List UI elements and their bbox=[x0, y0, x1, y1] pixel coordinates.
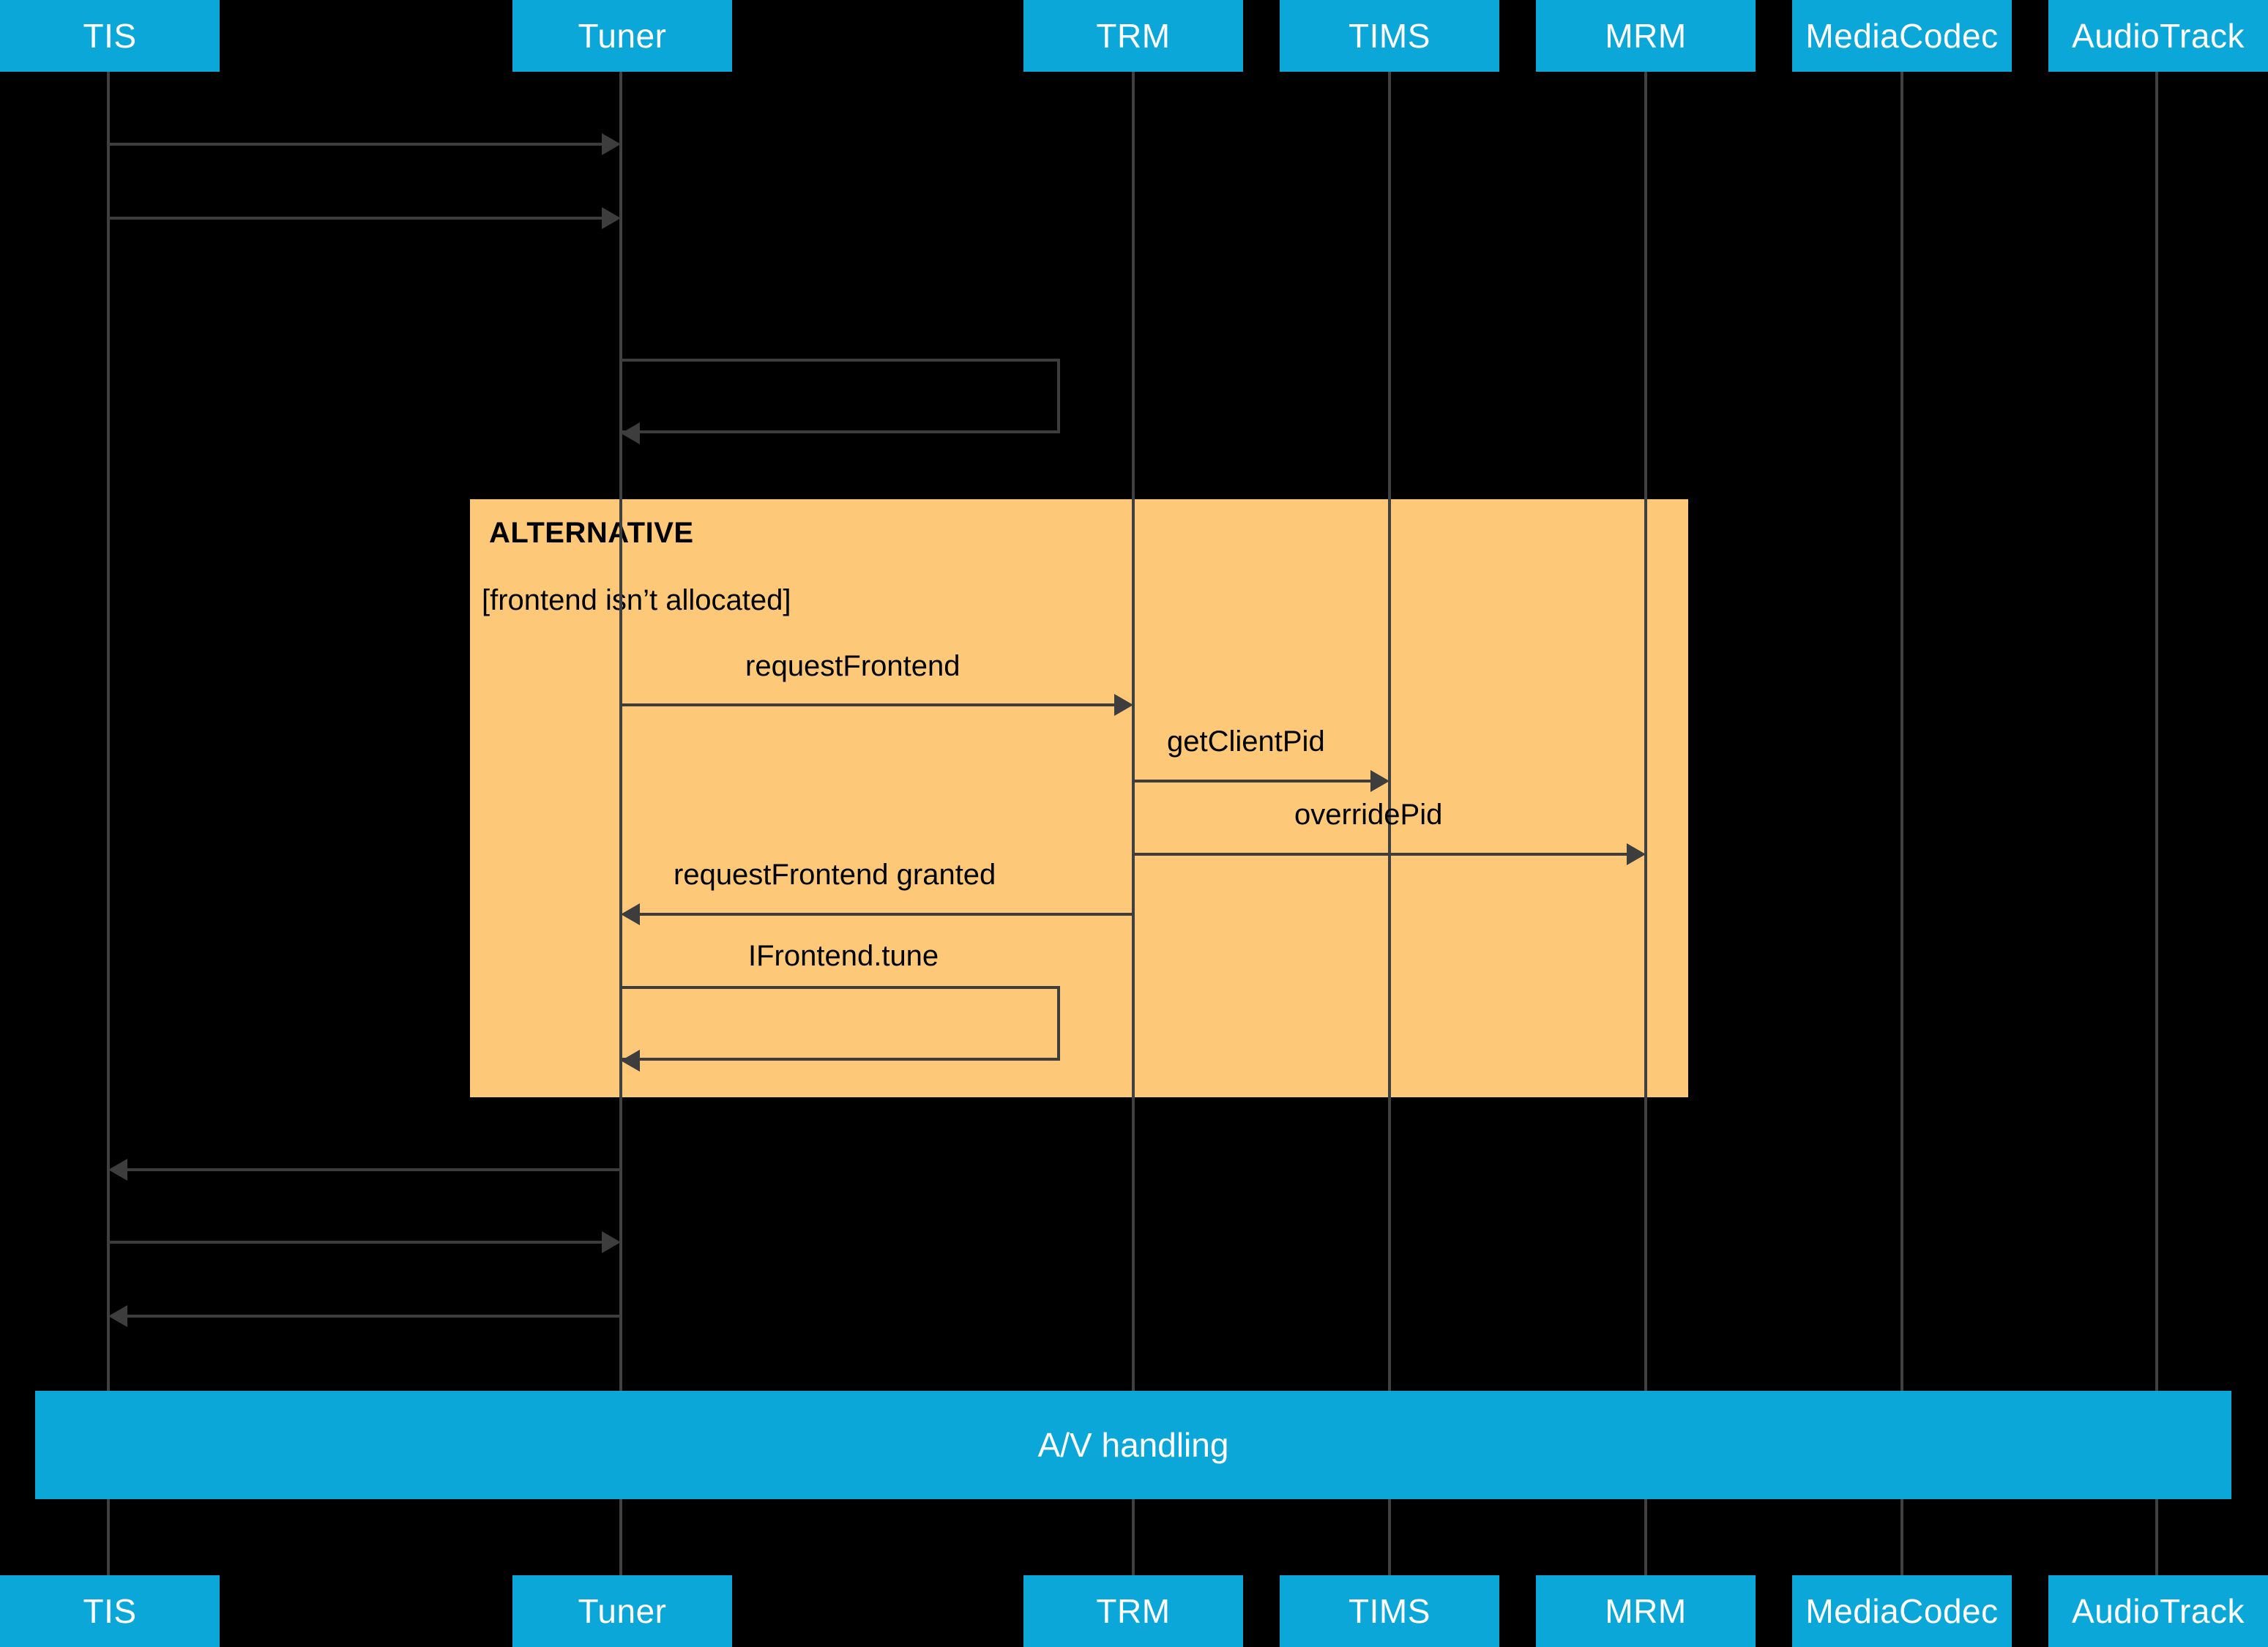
message-arrowhead-6 bbox=[1627, 843, 1646, 865]
message-arrowhead-11 bbox=[108, 1305, 127, 1327]
message-arrowhead-4 bbox=[1114, 694, 1133, 716]
self-message-arrowhead-3 bbox=[621, 422, 640, 444]
lifeline-segment-tims-in-fragment bbox=[1388, 499, 1391, 1097]
message-line-2 bbox=[108, 217, 606, 220]
message-line-11 bbox=[127, 1315, 621, 1318]
participant-header-tims[interactable]: TIMS bbox=[1280, 0, 1499, 72]
message-line-9 bbox=[127, 1168, 621, 1171]
participant-footer-tims[interactable]: TIMS bbox=[1280, 1575, 1499, 1647]
message-label-7: requestFrontend granted bbox=[674, 859, 996, 891]
fragment-title: ALTERNATIVE bbox=[489, 517, 694, 549]
message-label-6: overridePid bbox=[1294, 799, 1443, 831]
message-line-7 bbox=[640, 913, 1133, 916]
message-line-4 bbox=[621, 703, 1119, 706]
lifeline-mediacodec bbox=[1900, 72, 1903, 1575]
fragment-alternative bbox=[470, 499, 1688, 1097]
self-message-loop-8 bbox=[621, 986, 1060, 1061]
message-label-4: requestFrontend bbox=[745, 650, 960, 682]
message-arrowhead-1 bbox=[602, 133, 621, 155]
participant-footer-mediacodec[interactable]: MediaCodec bbox=[1792, 1575, 2012, 1647]
message-label-8: IFrontend.tune bbox=[748, 940, 939, 972]
participant-header-audiotrack[interactable]: AudioTrack bbox=[2048, 0, 2268, 72]
participant-header-mrm[interactable]: MRM bbox=[1536, 0, 1756, 72]
self-message-arrowhead-8 bbox=[621, 1050, 640, 1072]
lifeline-segment-mrm-in-fragment bbox=[1644, 499, 1647, 1097]
message-line-5 bbox=[1133, 780, 1375, 783]
message-arrowhead-10 bbox=[602, 1231, 621, 1253]
self-message-loop-3 bbox=[621, 359, 1060, 433]
participant-header-trm[interactable]: TRM bbox=[1023, 0, 1243, 72]
message-arrowhead-7 bbox=[621, 903, 640, 925]
participant-footer-tuner[interactable]: Tuner bbox=[512, 1575, 732, 1647]
lifeline-tis bbox=[107, 72, 110, 1575]
message-arrowhead-5 bbox=[1370, 770, 1389, 792]
message-arrowhead-9 bbox=[108, 1159, 127, 1181]
message-line-6 bbox=[1133, 853, 1631, 856]
participant-header-mediacodec[interactable]: MediaCodec bbox=[1792, 0, 2012, 72]
participant-footer-mrm[interactable]: MRM bbox=[1536, 1575, 1756, 1647]
participant-footer-trm[interactable]: TRM bbox=[1023, 1575, 1243, 1647]
message-label-5: getClientPid bbox=[1167, 725, 1325, 758]
av-handling-banner[interactable]: A/V handling bbox=[35, 1391, 2231, 1499]
participant-header-tuner[interactable]: Tuner bbox=[512, 0, 732, 72]
lifeline-audiotrack bbox=[2155, 72, 2158, 1575]
lifeline-segment-trm-in-fragment bbox=[1132, 499, 1135, 1097]
lifeline-segment-tuner-in-fragment bbox=[619, 499, 622, 1097]
fragment-guard: [frontend isn’t allocated] bbox=[482, 584, 791, 616]
participant-footer-audiotrack[interactable]: AudioTrack bbox=[2048, 1575, 2268, 1647]
message-line-10 bbox=[108, 1241, 606, 1244]
message-line-1 bbox=[108, 143, 606, 146]
participant-footer-tis[interactable]: TIS bbox=[0, 1575, 220, 1647]
participant-header-tis[interactable]: TIS bbox=[0, 0, 220, 72]
message-arrowhead-2 bbox=[602, 207, 621, 229]
